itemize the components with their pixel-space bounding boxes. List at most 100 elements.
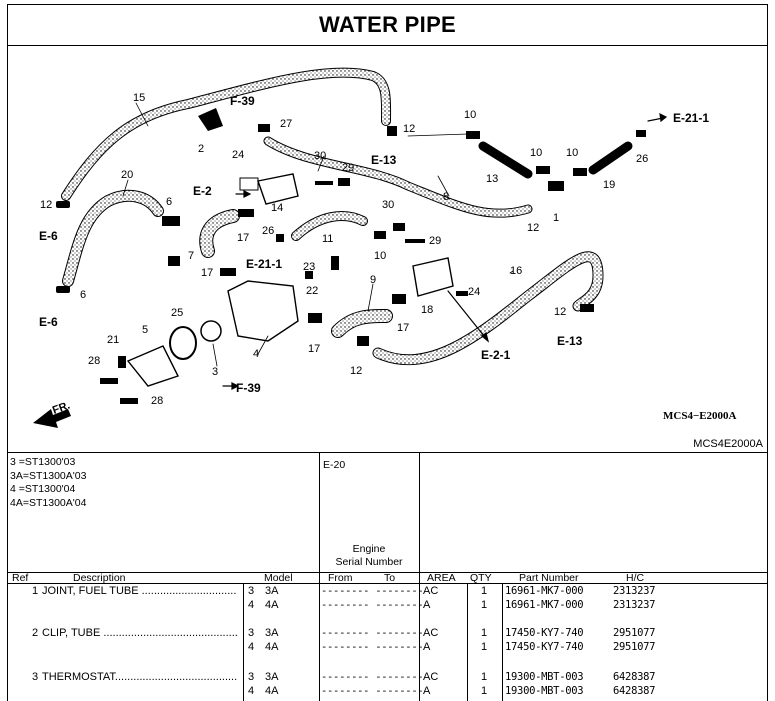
note-line: 4 =ST1300'04 [10,483,76,495]
joint-14 [257,173,299,205]
svg-text:22: 22 [306,285,318,297]
divider [419,453,420,584]
row-hc: 2951077 [613,641,656,653]
svg-text:14: 14 [271,202,283,214]
svg-text:29: 29 [342,162,354,174]
svg-text:29: 29 [429,235,441,247]
page-title: WATER PIPE [318,12,457,37]
row-model: 3 [248,671,255,683]
row-ref: 1 [32,585,39,597]
table-row[interactable]: 3 THERMOSTAT............................… [8,671,767,685]
row-part-number: 19300-MBT-003 [505,671,584,683]
svg-text:28: 28 [151,395,163,407]
note-line: 4A=ST1300A'04 [10,496,87,509]
row-serial-range: -------- -------- [321,685,424,697]
divider [319,584,320,701]
svg-text:19: 19 [603,179,615,191]
svg-text:16: 16 [510,265,522,277]
svg-text:24: 24 [468,286,480,298]
svg-text:24: 24 [232,149,244,161]
col-model: Model [264,572,293,584]
divider [502,584,503,701]
table-row[interactable]: 4 4A -------- -------- A 1 19300-MBT-003… [8,685,767,699]
svg-text:12: 12 [40,199,52,211]
row-model-variant: 3A [265,671,279,683]
row-serial-range: -------- -------- [321,627,424,639]
row-part-number: 19300-MBT-003 [505,685,584,697]
info-section: 3 =ST1300'03 3A=ST1300A'03 4 =ST1300'04 … [8,453,767,584]
front-arrow-icon [33,409,71,428]
page-frame: WATER PIPE [7,4,768,701]
row-part-number: 17450-KY7-740 [505,627,584,639]
row-qty: 1 [481,685,488,697]
table-row[interactable]: 4 4A -------- -------- A 1 17450-KY7-740… [8,641,767,655]
row-area: AC [423,585,439,597]
svg-text:E-2-1: E-2-1 [481,348,511,362]
svg-text:4: 4 [253,348,259,360]
svg-text:6: 6 [166,196,172,208]
svg-text:E-13: E-13 [371,153,397,167]
svg-text:17: 17 [397,322,409,334]
svg-text:F-39: F-39 [236,381,261,395]
hose-16-fill [373,252,603,365]
svg-text:17: 17 [201,267,213,279]
svg-text:7: 7 [188,250,194,262]
row-qty: 1 [481,599,488,611]
row-model: 3 [248,627,255,639]
row-model: 3 [248,585,255,597]
table-row[interactable]: 1 JOINT, FUEL TUBE .....................… [8,585,767,599]
svg-text:27: 27 [280,118,292,130]
row-model-variant: 4A [265,641,279,653]
svg-text:21: 21 [107,334,119,346]
col-ref: Ref [12,572,29,584]
svg-text:2: 2 [198,143,204,155]
svg-text:10: 10 [530,147,542,159]
row-area: A [423,599,431,611]
row-description: THERMOSTAT..............................… [42,671,237,683]
svg-text:23: 23 [303,261,315,273]
row-hc: 2313237 [613,599,656,611]
svg-text:13: 13 [486,173,498,185]
svg-text:25: 25 [171,307,183,319]
row-description: CLIP, TUBE .............................… [42,627,237,639]
svg-text:6: 6 [80,289,86,301]
row-area: A [423,641,431,653]
col-hc: H/C [626,572,645,584]
svg-text:E-6: E-6 [39,229,58,243]
title-bar: WATER PIPE [8,5,767,46]
row-description: JOINT, FUEL TUBE .......................… [42,585,237,597]
row-hc: 6428387 [613,685,656,697]
svg-text:E-13: E-13 [557,334,583,348]
divider [243,584,244,701]
model-notes: 3 =ST1300'03 3A=ST1300A'03 4 =ST1300'04 … [10,456,86,510]
row-ref: 2 [32,627,39,639]
row-model-variant: 3A [265,627,279,639]
col-part-number: Part Number [519,572,579,584]
hose-20-fill [63,190,163,286]
svg-text:12: 12 [403,123,415,135]
divider [319,453,320,584]
svg-text:12: 12 [527,222,539,234]
table-row[interactable]: 2 CLIP, TUBE ...........................… [8,627,767,641]
row-part-number: 16961-MK7-000 [505,585,584,597]
svg-text:11: 11 [322,233,333,245]
svg-text:MCS4−E2000A: MCS4−E2000A [663,410,737,422]
table-row[interactable]: 4 4A -------- -------- A 1 16961-MK7-000… [8,599,767,613]
svg-text:30: 30 [314,150,326,162]
col-to: To [384,572,396,584]
divider [467,584,468,701]
col-description: Description [73,572,126,584]
col-qty: QTY [470,572,492,584]
hose-7-fill [200,210,239,257]
row-hc: 2313237 [613,585,656,597]
row-area: AC [423,671,439,683]
row-qty: 1 [481,627,488,639]
svg-text:18: 18 [421,304,433,316]
svg-text:F-39: F-39 [230,94,255,108]
row-hc: 6428387 [613,671,656,683]
svg-text:26: 26 [262,225,274,237]
row-area: A [423,685,431,697]
svg-text:10: 10 [374,250,386,262]
svg-text:10: 10 [566,147,578,159]
